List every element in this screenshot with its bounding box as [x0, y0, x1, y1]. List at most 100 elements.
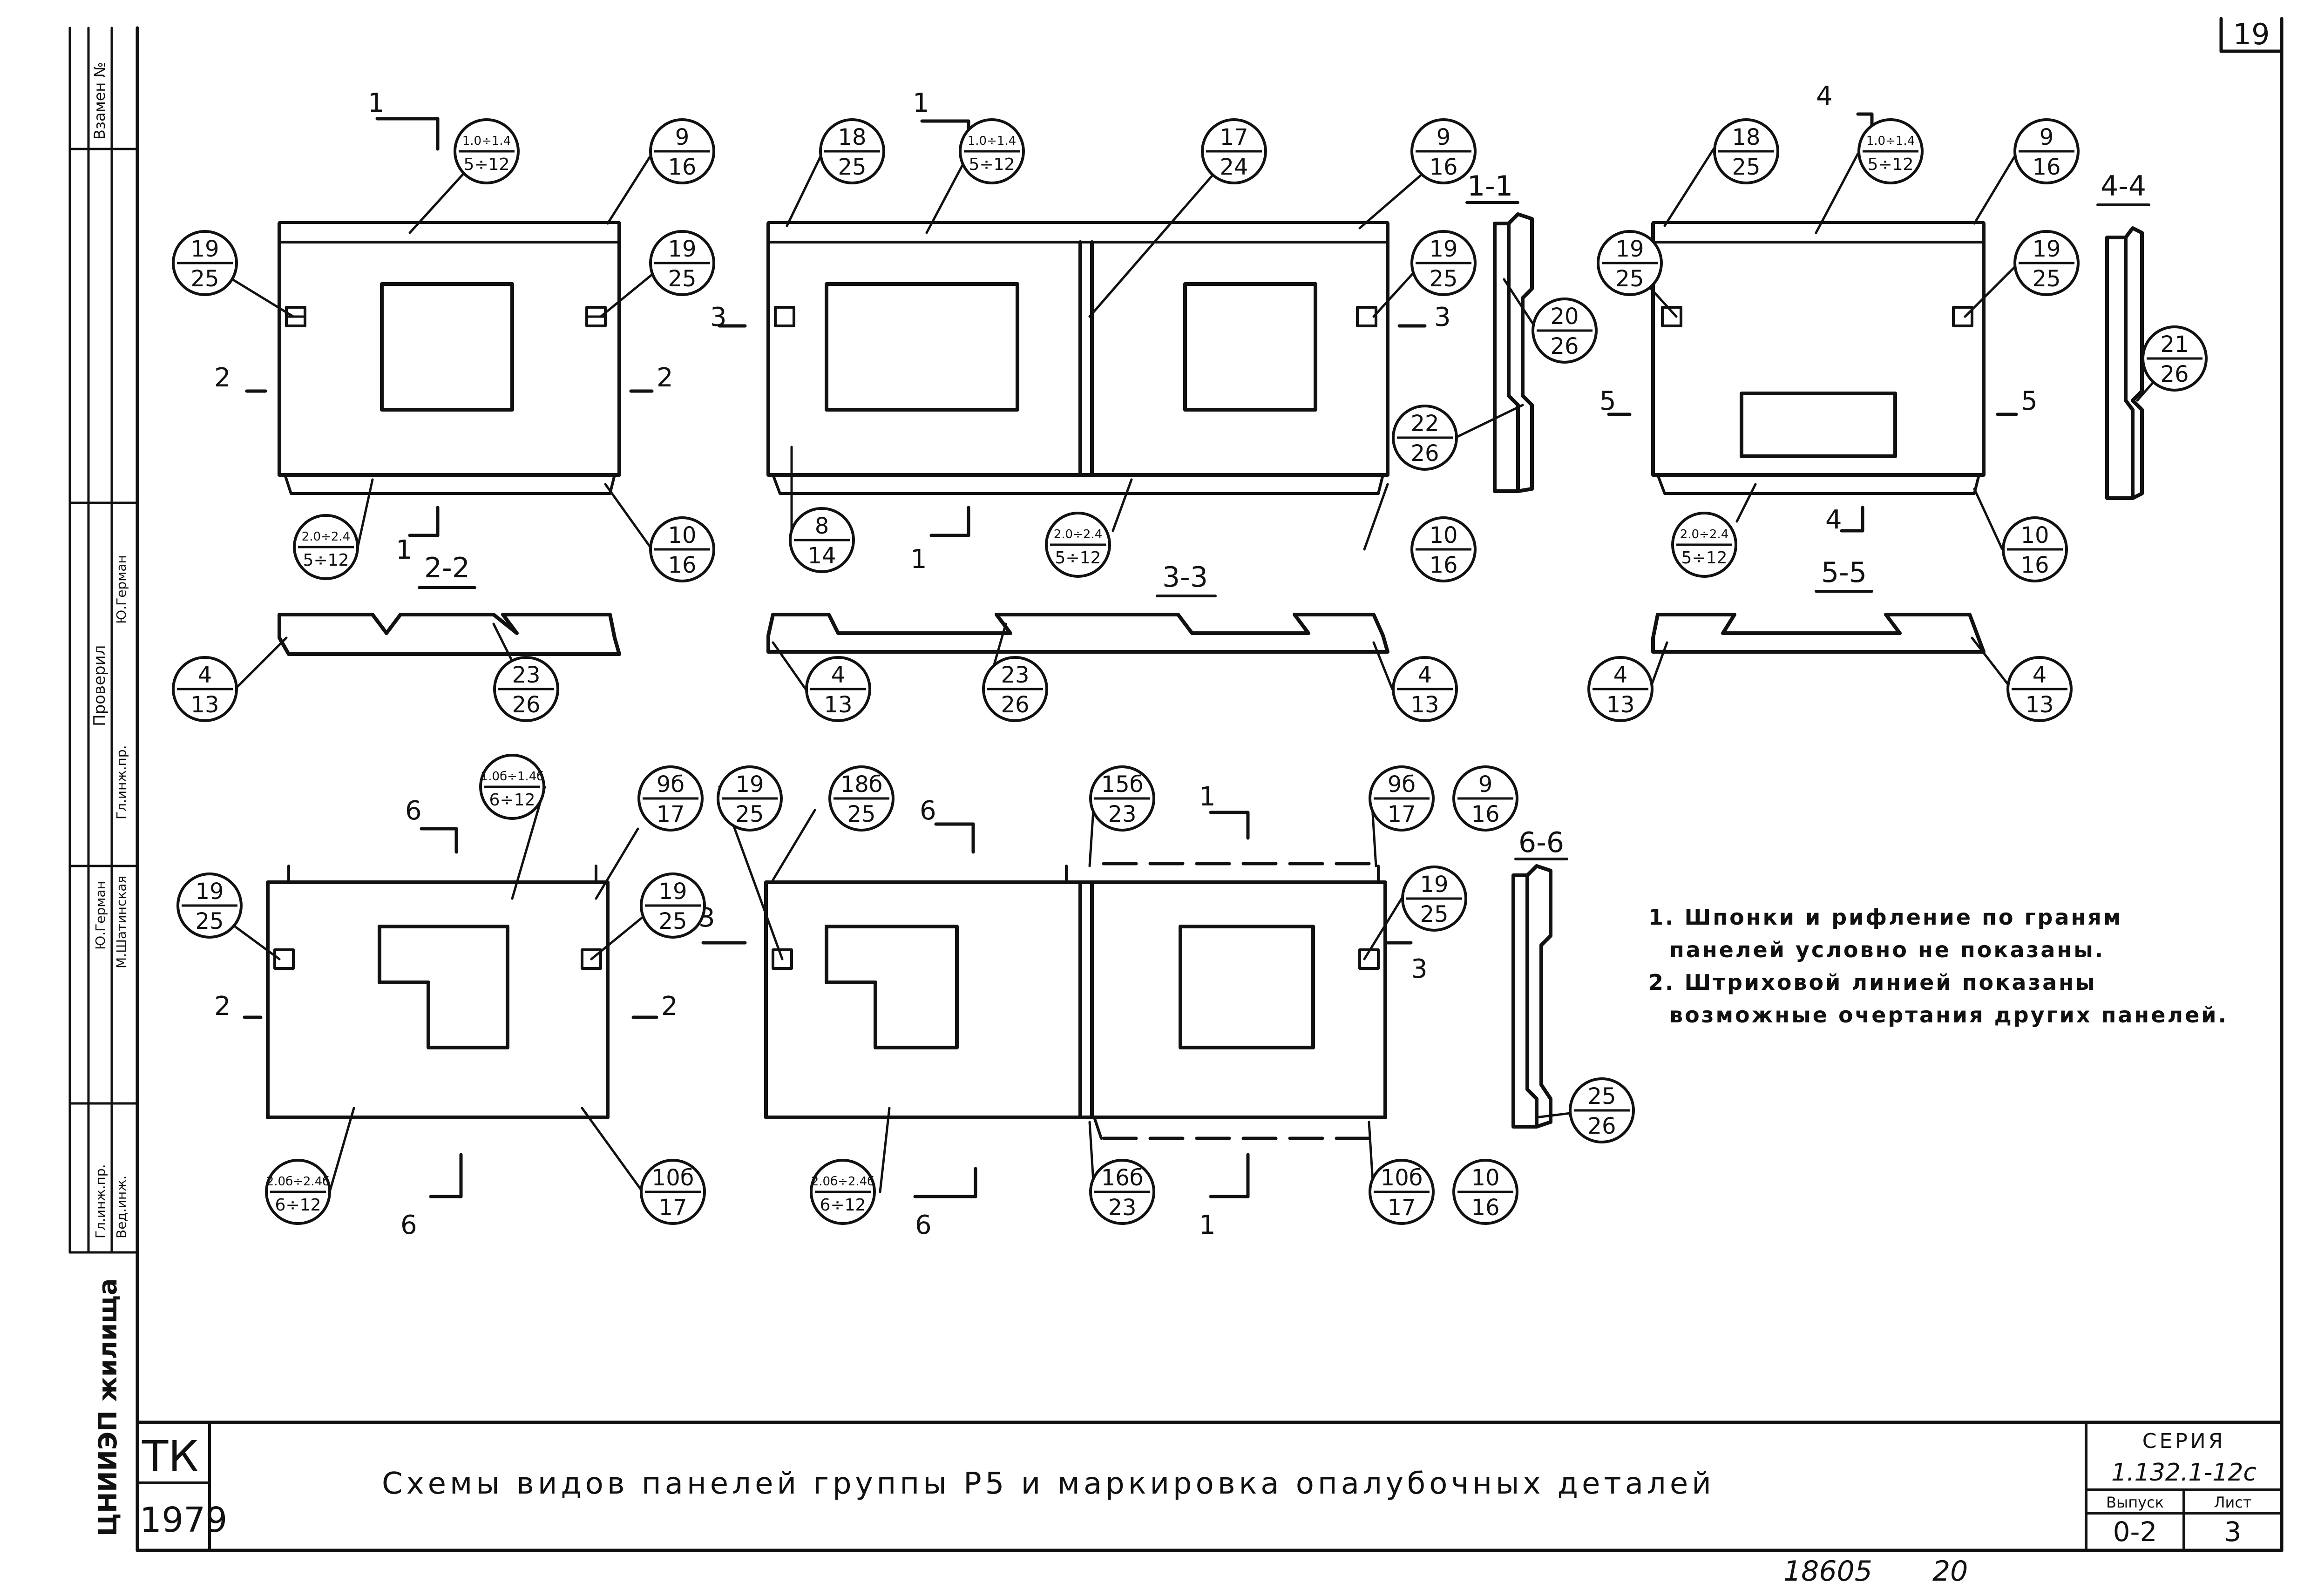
- note-line: 2. Штриховой линией показаны: [1648, 970, 2097, 995]
- archive-number: 18605: [1783, 1555, 1872, 1588]
- callout-top-value: 9: [1437, 124, 1451, 150]
- callout-bottom-value: 25: [735, 801, 764, 827]
- callout-bottom-value: 25: [668, 266, 696, 292]
- svg-text:6: 6: [920, 796, 936, 826]
- svg-text:1: 1: [1199, 782, 1216, 812]
- callout-top-value: 9: [1478, 771, 1493, 798]
- callout-c19: 413: [805, 656, 871, 722]
- callout-top-value: 19: [2032, 236, 2060, 262]
- svg-text:1: 1: [913, 88, 929, 118]
- callout-top-value: 20: [1550, 304, 1579, 330]
- section-profiles: [278, 613, 1986, 656]
- callout-top-value: 10: [668, 522, 696, 548]
- svg-text:2: 2: [657, 363, 673, 393]
- callout-layer: 1.0÷1.45÷12916192519252.0÷2.45÷121016413…: [172, 118, 2208, 1225]
- svg-text:1-1: 1-1: [1467, 170, 1513, 203]
- callout-c16: 814: [789, 507, 855, 573]
- callout-top-value: 19: [1615, 236, 1644, 262]
- svg-text:Гл.инж.пр.: Гл.инж.пр.: [93, 1164, 108, 1238]
- callout-c21: 413: [1392, 656, 1458, 722]
- series-value: 1.132.1-12с: [2111, 1459, 2257, 1487]
- svg-text:Проверил: Проверил: [90, 645, 109, 726]
- callout-top-value: 2.0б÷2.4б: [811, 1175, 875, 1189]
- svg-text:6: 6: [405, 796, 422, 826]
- callout-bottom-value: 24: [1220, 154, 1248, 180]
- svg-text:5: 5: [1599, 386, 1616, 416]
- callout-bottom-value: 5÷12: [969, 155, 1015, 174]
- callout-c10: 1.0÷1.4 5÷12: [959, 118, 1025, 184]
- issue-value: 0-2: [2113, 1516, 2157, 1548]
- callout-bottom-value: 16: [1429, 154, 1457, 180]
- callout-bottom-value: 13: [190, 692, 219, 718]
- notes-block: 1. Шпонки и рифление по граням панелей у…: [1648, 901, 2291, 1031]
- svg-text:3: 3: [1411, 954, 1428, 984]
- svg-text:6: 6: [400, 1210, 417, 1240]
- svg-text:1: 1: [910, 544, 927, 575]
- callout-bottom-value: 25: [847, 801, 875, 827]
- drawing-title: Схемы видов панелей группы Р5 и маркиров…: [382, 1467, 1715, 1501]
- organization-stamp: ЦНИИЭП жилища: [93, 1278, 122, 1536]
- callout-c2: 916: [649, 118, 715, 184]
- svg-text:Ю.Герман: Ю.Герман: [114, 555, 129, 624]
- callout-bottom-value: 26: [512, 692, 540, 718]
- section-cut-marks: [243, 112, 2018, 1198]
- callout-top-value: 23: [1001, 662, 1029, 688]
- callout-c28: 2.0÷2.45÷12: [1671, 512, 1737, 578]
- callout-bottom-value: 5÷12: [464, 155, 510, 174]
- callout-bottom-value: 17: [1387, 801, 1416, 827]
- callout-top-value: 9: [675, 124, 690, 150]
- callout-top-value: 9: [2040, 124, 2054, 150]
- svg-text:1: 1: [396, 535, 413, 565]
- callout-bottom-value: 25: [195, 908, 224, 934]
- callout-c12: 916: [1410, 118, 1477, 184]
- callout-c40: 2.0б÷2.4б6÷12: [810, 1159, 876, 1225]
- callout-top-value: 2.0б÷2.4б: [266, 1175, 330, 1189]
- callout-top-value: 9б: [1388, 771, 1416, 798]
- side-stamp: [68, 27, 139, 1254]
- callout-top-value: 19: [735, 771, 764, 798]
- svg-text:2: 2: [214, 363, 231, 393]
- callout-bottom-value: 5÷12: [1681, 548, 1728, 568]
- callout-bottom-value: 26: [1001, 692, 1029, 718]
- callout-bottom-value: 23: [1108, 801, 1136, 827]
- panel-5: [764, 862, 1387, 1140]
- archive-page: 20: [1932, 1555, 1968, 1588]
- callout-c7: 413: [172, 656, 238, 722]
- callout-top-value: 19: [1429, 236, 1457, 262]
- stamp-year: 1979: [140, 1500, 227, 1540]
- callout-bottom-value: 25: [1615, 266, 1644, 292]
- callout-c43: 916: [1452, 765, 1518, 832]
- sheet-frame: [136, 17, 2284, 1552]
- callout-top-value: 19: [1420, 872, 1448, 898]
- svg-text:Взамен №: Взамен №: [91, 62, 108, 140]
- note-line: 1. Шпонки и рифление по граням: [1648, 905, 2123, 930]
- callout-bottom-value: 25: [1732, 154, 1760, 180]
- callout-top-value: 1.0÷1.4: [968, 134, 1016, 148]
- callout-bottom-value: 16: [1471, 1195, 1499, 1221]
- svg-text:1: 1: [368, 88, 385, 118]
- svg-text:М.Шатинская: М.Шатинская: [114, 876, 129, 968]
- svg-text:4: 4: [1825, 505, 1842, 535]
- callout-top-value: 25: [1587, 1083, 1616, 1109]
- callout-bottom-value: 13: [1606, 692, 1634, 718]
- page-number: 19: [2233, 17, 2270, 51]
- callout-c5: 2.0÷2.45÷12: [293, 514, 359, 580]
- callout-top-value: 1.0÷1.4: [462, 134, 511, 148]
